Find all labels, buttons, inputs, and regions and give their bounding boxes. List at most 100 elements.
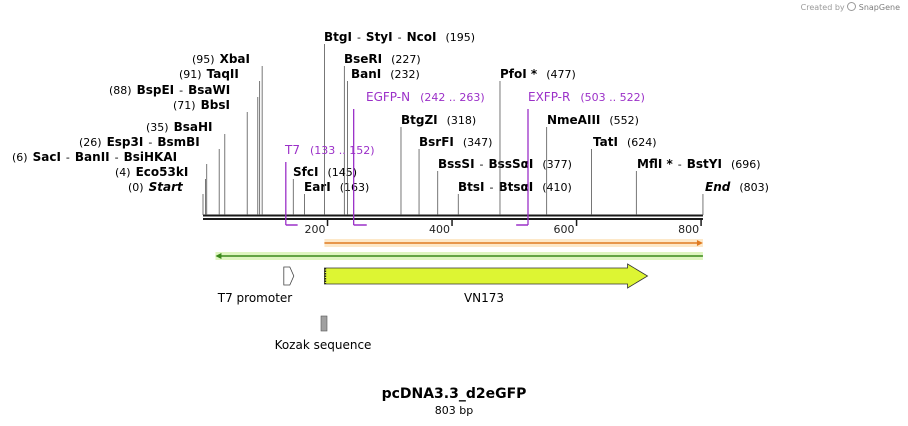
site-label-part: BtsαI (498, 180, 533, 194)
site-label-part: (4) (115, 166, 131, 179)
primer-label: T7(133 .. 152) (284, 143, 375, 157)
primer-label: EXFP-R(503 .. 522) (528, 90, 645, 104)
site-label-part: - (490, 181, 494, 194)
site-label-part: XbaI (220, 52, 250, 66)
restriction-site-label: BsrFI (347) (419, 135, 492, 149)
site-label-part: BstYI (687, 157, 722, 171)
site-label-part: BbsI (201, 98, 230, 112)
site-label-part: (88) (109, 84, 132, 97)
restriction-site-label: EarI(163) (304, 180, 369, 194)
site-label-part: - (148, 136, 152, 149)
site-label-part: (6) (12, 151, 28, 164)
ruler-tick-label: 600 (554, 223, 575, 236)
site-label-part: BspEI (137, 83, 175, 97)
site-label-part: Esp3I (107, 135, 144, 149)
credit-prefix: Created by (800, 3, 845, 12)
promoter-arrow (283, 266, 295, 286)
site-label-part: SacI (33, 150, 61, 164)
site-label-part: (95) (192, 53, 215, 66)
primer-label: EGFP-N(242 .. 263) (366, 90, 485, 104)
site-label-part: (318) (447, 114, 477, 127)
site-label-part: BsmBI (157, 135, 199, 149)
site-label-part: BsaHI (174, 120, 213, 134)
restriction-site-label: BtsI-BtsαI (410) (458, 180, 572, 194)
restriction-site-label: (91)TaqII (179, 67, 239, 81)
feature-label: T7 promoter (217, 291, 293, 305)
ruler-tick-label: 400 (429, 223, 450, 236)
restriction-site-label: BssSI-BssSαI(377) (438, 157, 572, 171)
full-length-arrow (215, 253, 222, 259)
site-label-part: - (398, 31, 402, 44)
insert-region-arrow (696, 240, 703, 246)
site-label-part: EarI (304, 180, 331, 194)
site-label-part: NmeAIII (547, 113, 600, 127)
site-label-part: (347) (463, 136, 493, 149)
restriction-site-label: (71) BbsI (173, 98, 230, 112)
kozak-box (320, 315, 328, 332)
feature-label: Kozak sequence (275, 338, 372, 352)
restriction-site-label: TatI (624) (593, 135, 657, 149)
site-label-part: (803) (739, 181, 769, 194)
site-label-part: BssSI (438, 157, 475, 171)
site-label-part: SfcI (293, 165, 318, 179)
site-label-part: TatI (593, 135, 618, 149)
site-label-part: (477) (546, 68, 576, 81)
site-label-part: (696) (731, 158, 761, 171)
site-label-part: (410) (542, 181, 572, 194)
site-label-part: End (705, 180, 731, 194)
restriction-site-label: (95) XbaI (192, 52, 250, 66)
site-label-part: StyI (366, 30, 393, 44)
restriction-site-label: BtgI-StyI-NcoI(195) (324, 30, 475, 44)
ruler-tick-label: 800 (678, 223, 699, 236)
site-label-part: (35) (146, 121, 169, 134)
restriction-site-label: SfcI (145) (293, 165, 357, 179)
site-label-part: BseRI (344, 52, 382, 66)
restriction-site-label: (35) BsaHI (146, 120, 213, 134)
site-label-part: PfoI * (500, 67, 538, 81)
site-label-part: (377) (542, 158, 572, 171)
site-label-part: - (480, 158, 484, 171)
site-label-part: (145) (327, 166, 357, 179)
site-label-part: NcoI (407, 30, 437, 44)
site-label-part: Eco53kI (136, 165, 189, 179)
restriction-site-label: BtgZI (318) (401, 113, 476, 127)
site-label-part: BanII (75, 150, 110, 164)
site-label-part: BanI (351, 67, 381, 81)
ruler-tick-label: 200 (305, 223, 326, 236)
site-label-part: - (179, 84, 183, 97)
restriction-site-label: (0) Start (128, 180, 184, 194)
site-label-part: - (678, 158, 682, 171)
site-label-part: (91) (179, 68, 202, 81)
restriction-site-label: NmeAIII (552) (547, 113, 639, 127)
site-label-part: - (357, 31, 361, 44)
snapgene-credit: Created by SnapGene (801, 2, 900, 12)
site-label-part: BsrFI (419, 135, 454, 149)
site-label-part: BtgI (324, 30, 352, 44)
site-label-part: BsaWI (188, 83, 230, 97)
plasmid-length: 803 bp (434, 404, 474, 417)
restriction-site-label: (26) Esp3I-BsmBI (79, 135, 200, 149)
site-label-part: MflI * (637, 157, 673, 171)
cds-arrow (324, 263, 649, 289)
restriction-site-label: MflI *-BstYI (696) (637, 157, 761, 171)
site-label-part: (624) (627, 136, 657, 149)
restriction-site-label: (88) BspEI-BsaWI (109, 83, 230, 97)
site-label-part: BsiHKAI (124, 150, 178, 164)
restriction-site-label: BanI (232) (351, 67, 420, 81)
site-label-part: (232) (390, 68, 420, 81)
site-label-part: BtsI (458, 180, 485, 194)
restriction-site-label: End (803) (705, 180, 769, 194)
restriction-site-label: BseRI (227) (344, 52, 421, 66)
site-label-part: (26) (79, 136, 102, 149)
site-label-part: - (115, 151, 119, 164)
site-label-part: BtgZI (401, 113, 438, 127)
site-label-part: (71) (173, 99, 196, 112)
site-label-part: Start (149, 180, 184, 194)
site-label-part: (195) (445, 31, 475, 44)
site-label-part: (227) (391, 53, 421, 66)
restriction-site-label: (6)SacI-BanII-BsiHKAI (12, 150, 177, 164)
site-label-part: (0) (128, 181, 144, 194)
feature-label: VN173 (464, 291, 504, 305)
site-label-part: (552) (609, 114, 639, 127)
